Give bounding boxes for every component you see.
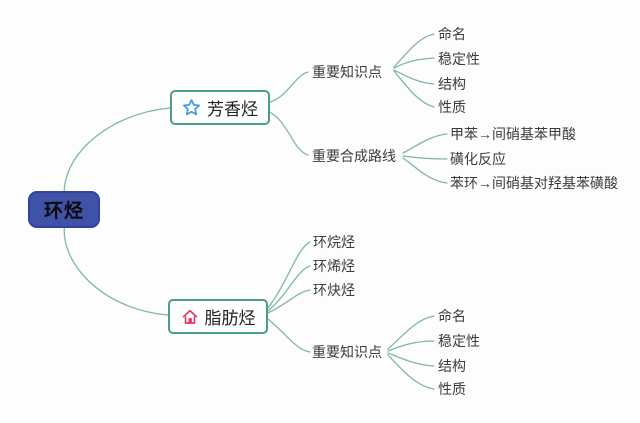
- connector-aliphatic-cycloalkyne: [267, 289, 311, 314]
- topic-aromatic-knowledge[interactable]: 重要知识点: [312, 64, 382, 80]
- leaf-synthesis-sulfonation[interactable]: 磺化反应: [450, 151, 506, 167]
- connector-synthesis-route2: [402, 155, 448, 160]
- connector-aliphatic-cycloalkane: [267, 241, 311, 309]
- connector-root-aliphatic: [63, 215, 169, 316]
- leaf-aliphatic-structure[interactable]: 结构: [438, 358, 466, 374]
- connector-knowledge-stability: [393, 57, 435, 69]
- topic-cycloalkyne[interactable]: 环炔烃: [313, 282, 355, 298]
- connector-knowledge-properties: [393, 70, 435, 108]
- connector-knowledge-naming: [393, 33, 435, 68]
- topic-aliphatic-knowledge[interactable]: 重要知识点: [312, 344, 382, 360]
- connector-root-aromatic: [63, 107, 171, 207]
- leaf-synthesis-route-toluene[interactable]: 甲苯→间硝基苯甲酸: [450, 126, 576, 142]
- connector-knowledge2-stability: [387, 340, 435, 352]
- leaf-synthesis-route-benzene[interactable]: 苯环→间硝基对羟基苯磺酸: [450, 175, 618, 191]
- connector-synthesis-route3: [402, 157, 448, 184]
- connector-aliphatic-cycloalkene: [267, 265, 311, 312]
- leaf-aliphatic-properties[interactable]: 性质: [438, 381, 466, 397]
- connector-synthesis-route1: [402, 133, 448, 154]
- topic-cycloalkane[interactable]: 环烷烃: [313, 234, 355, 250]
- leaf-aromatic-stability[interactable]: 稳定性: [438, 51, 480, 67]
- topic-aromatic-synthesis[interactable]: 重要合成路线: [312, 148, 396, 164]
- leaf-aliphatic-naming[interactable]: 命名: [438, 308, 466, 324]
- home-icon: [181, 308, 199, 326]
- connector-knowledge2-naming: [387, 315, 435, 350]
- topic-cycloalkene[interactable]: 环烯烃: [313, 258, 355, 274]
- leaf-aromatic-naming[interactable]: 命名: [438, 26, 466, 42]
- connector-aliphatic-knowledge: [267, 318, 311, 353]
- connector-aromatic-knowledge: [266, 71, 309, 104]
- branch-node-aromatic[interactable]: 芳香烃: [170, 90, 270, 125]
- root-node-cyclic-hydrocarbon[interactable]: 环烃: [28, 191, 100, 228]
- leaf-aliphatic-stability[interactable]: 稳定性: [438, 333, 480, 349]
- connector-aromatic-synthesis: [266, 110, 309, 156]
- branch-label-aromatic: 芳香烃: [207, 100, 258, 119]
- branch-node-aliphatic[interactable]: 脂肪烃: [168, 299, 268, 334]
- leaf-aromatic-properties[interactable]: 性质: [438, 99, 466, 115]
- connector-knowledge2-properties: [387, 354, 435, 390]
- connector-knowledge-structure: [393, 69, 435, 85]
- branch-label-aliphatic: 脂肪烃: [204, 309, 256, 328]
- connector-knowledge2-structure: [387, 352, 435, 367]
- star-icon: [182, 98, 201, 117]
- leaf-aromatic-structure[interactable]: 结构: [438, 76, 466, 92]
